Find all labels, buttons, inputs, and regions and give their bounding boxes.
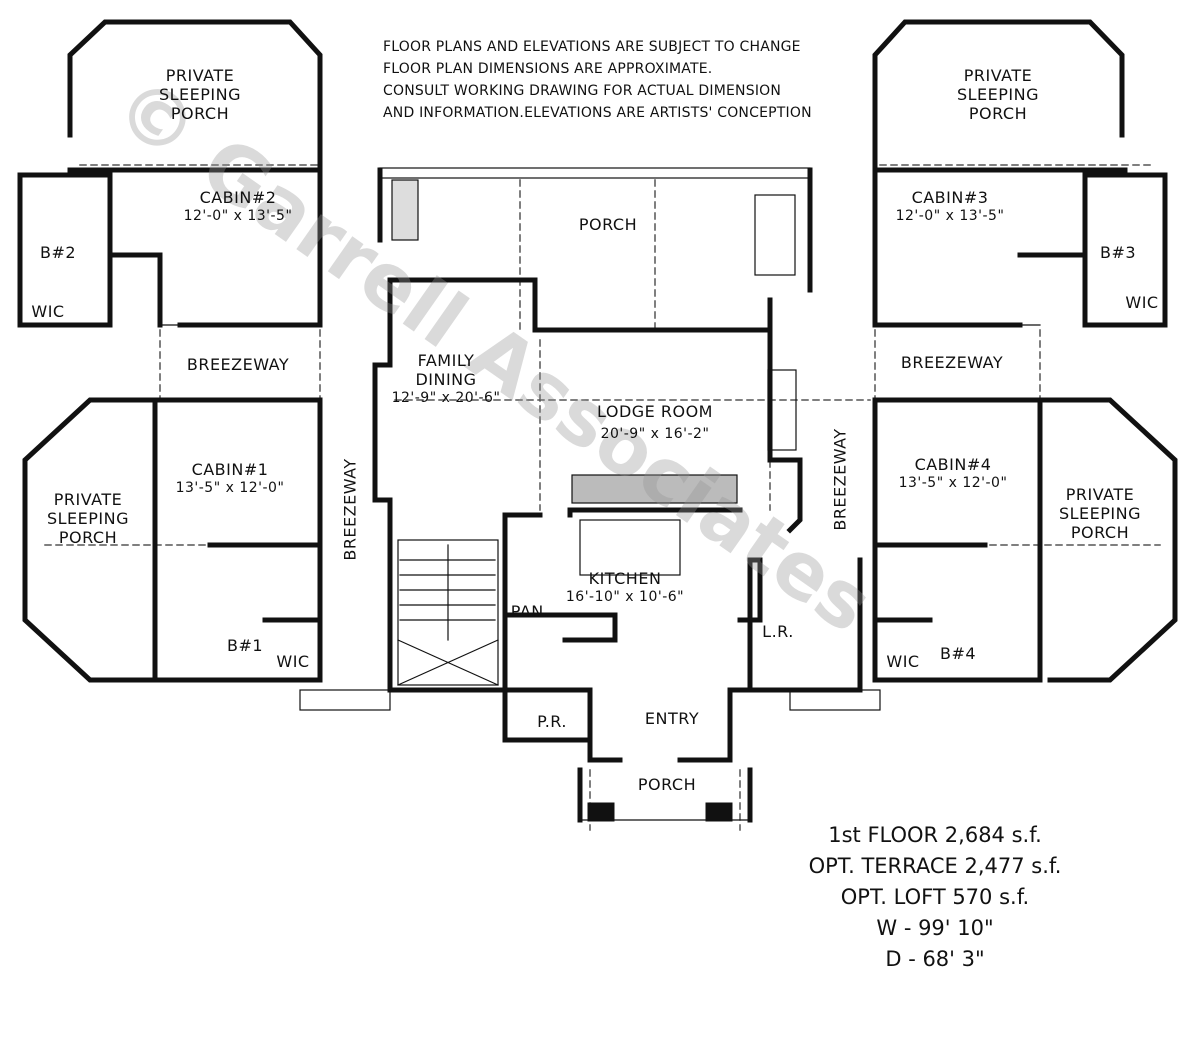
- room-label-laundry: L.R.: [762, 622, 794, 641]
- room-label-entry: ENTRY: [644, 709, 700, 728]
- disclaimer-line: AND INFORMATION.ELEVATIONS ARE ARTISTS' …: [383, 105, 812, 121]
- room-label-wic: WIC: [1125, 293, 1159, 312]
- disclaimer-note: FLOOR PLANS AND ELEVATIONS ARE SUBJECT T…: [383, 36, 812, 124]
- room-label-bath-2: B#2: [39, 243, 77, 262]
- stat-depth: D - 68' 3": [885, 947, 985, 971]
- room-label-breezeway: BREEZEWAY: [830, 428, 850, 531]
- room-label-front-porch: PORCH: [637, 775, 697, 794]
- room-label-breezeway: BREEZEWAY: [340, 458, 360, 561]
- room-label-breezeway: BREEZEWAY: [186, 355, 290, 374]
- stair-treads: [397, 544, 499, 686]
- room-label-bath-3: B#3: [1099, 243, 1137, 262]
- room-label-bath-4: B#4: [939, 644, 977, 663]
- room-label-breezeway: BREEZEWAY: [900, 353, 1004, 372]
- stat-width: W - 99' 10": [876, 916, 994, 940]
- thin-outlines: [159, 167, 1041, 821]
- plan-stats: 1st FLOOR 2,684 s.f. OPT. TERRACE 2,477 …: [760, 820, 1110, 975]
- room-label-pantry: PAN.: [510, 602, 550, 621]
- stat-first-floor: 1st FLOOR 2,684 s.f.: [828, 823, 1042, 847]
- room-label-wic: WIC: [31, 302, 65, 321]
- stat-opt-loft: OPT. LOFT 570 s.f.: [840, 885, 1030, 909]
- stat-opt-terrace: OPT. TERRACE 2,477 s.f.: [808, 854, 1062, 878]
- disclaimer-line: CONSULT WORKING DRAWING FOR ACTUAL DIMEN…: [383, 83, 782, 99]
- disclaimer-line: FLOOR PLANS AND ELEVATIONS ARE SUBJECT T…: [383, 39, 801, 55]
- room-label-wic: WIC: [886, 652, 920, 671]
- room-label-bath-1: B#1: [226, 636, 264, 655]
- disclaimer-line: FLOOR PLAN DIMENSIONS ARE APPROXIMATE.: [383, 61, 713, 77]
- room-label-porch: PORCH: [578, 215, 638, 234]
- room-label-powder-room: P.R.: [537, 712, 567, 731]
- walls: [17, 19, 1178, 823]
- room-label-wic: WIC: [276, 652, 310, 671]
